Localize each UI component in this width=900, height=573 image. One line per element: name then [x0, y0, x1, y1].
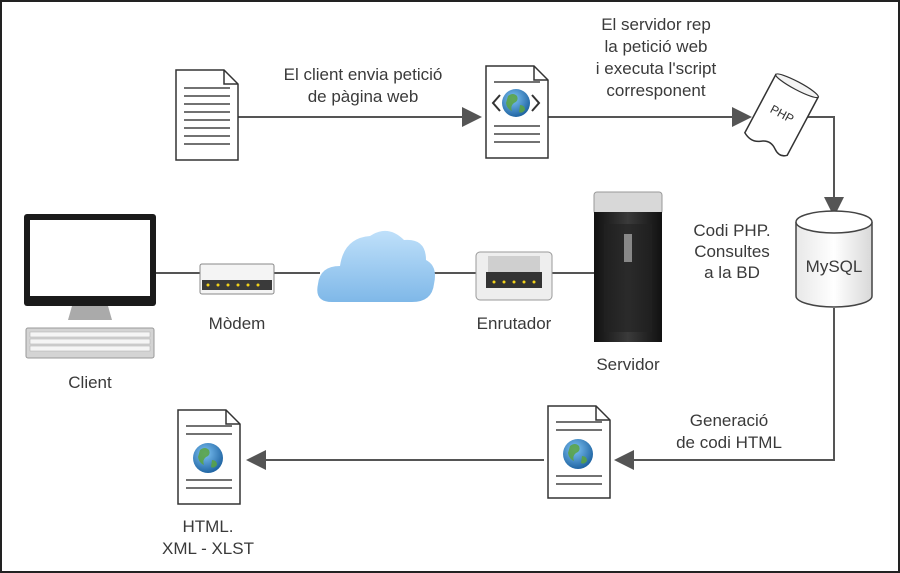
output-format-label: HTML. XML - XLST [138, 516, 278, 560]
server-receives-line-2: la petició web [604, 37, 708, 56]
php-script-icon: PHP [743, 73, 820, 157]
server-receives-line-4: corresponent [606, 81, 706, 100]
php-code-label: Codi PHP. Consultes a la BD [670, 220, 794, 283]
server-icon [593, 191, 663, 342]
mysql-label: MySQL [805, 257, 863, 276]
html-generation-label: Generació de codi HTML [654, 410, 804, 454]
globe-icon [563, 439, 593, 469]
modem-label: Mòdem [208, 314, 266, 333]
php-code-line-3: a la BD [704, 263, 760, 282]
client-request-line-1: El client envia petició [283, 65, 443, 84]
html-generation-line-1: Generació [689, 411, 769, 430]
document-icon [175, 69, 239, 161]
cloud-icon [317, 230, 435, 302]
db-to-html-arrow [614, 308, 835, 470]
globe-icon [193, 443, 223, 473]
server-receives-label: El servidor rep la petició web i executa… [562, 14, 750, 102]
client-request-line-2: de pàgina web [307, 87, 419, 106]
database-icon [795, 210, 873, 308]
computer-icon [24, 214, 156, 359]
router-icon [475, 251, 553, 301]
output-html-document-icon [177, 409, 241, 505]
server-label: Servidor [596, 355, 660, 374]
php-code-line-2: Consultes [694, 242, 770, 261]
connectors [156, 107, 844, 470]
output-format-line-2: XML - XLST [162, 539, 254, 558]
server-receives-line-3: i executa l'script [595, 59, 717, 78]
web-document-icon [485, 65, 549, 159]
php-to-db-arrow [802, 116, 844, 217]
client-request-label: El client envia petició de pàgina web [248, 64, 478, 108]
server-receives-line-1: El servidor rep [601, 15, 711, 34]
php-code-line-1: Codi PHP. [693, 221, 771, 240]
output-format-line-1: HTML. [182, 517, 234, 536]
router-label: Enrutador [476, 314, 552, 333]
generated-html-document-icon [547, 405, 611, 499]
modem-icon [199, 263, 275, 295]
html-generation-line-2: de codi HTML [676, 433, 782, 452]
client-label: Client [68, 373, 112, 392]
